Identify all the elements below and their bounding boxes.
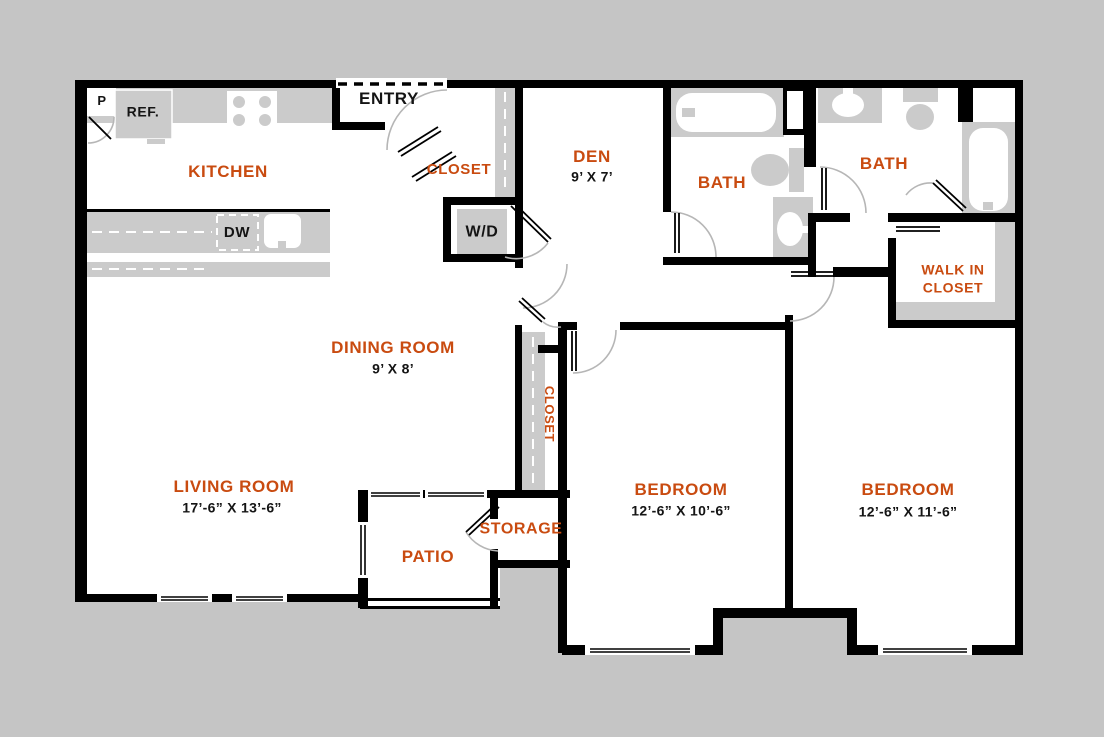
pantry-door-leaf [88,116,112,140]
pantry-label: P [97,93,107,109]
storage-door-arc [465,531,499,552]
walk-in-rod [902,228,989,297]
windows [157,490,972,655]
bath-1-label: BATH [697,173,747,193]
bedroom-1-window [585,645,695,655]
refrigerator-handle [147,139,165,144]
stove-icon [227,91,277,131]
bathtub-1 [676,93,776,132]
bedroom-2-label: BEDROOM [861,480,955,500]
bathtub-2-faucet [983,202,993,210]
entry-closet-label: CLOSET [426,161,492,179]
living-room-dims: 17’-6” X 13’-6” [182,499,282,516]
patio-slider-door [358,522,368,578]
dishwasher-label: DW [223,224,251,242]
entry-closet-shelf [495,88,515,197]
door-swings [87,89,934,552]
walk-in-shelf-bottom [896,302,1015,320]
bathtub-1-faucet [682,108,695,117]
walk-in-closet-label-line1: WALK IN [921,261,985,278]
entry-bifold-1b [400,130,442,157]
entry-bifold-1a [397,126,439,153]
toilet-2-bowl [906,104,934,130]
refrigerator [114,89,173,140]
patio-railing [360,598,500,609]
den-label: DEN [573,147,611,167]
storage-label: STORAGE [479,520,563,538]
walk-in-shelf-right [995,222,1015,318]
door-leaves [88,116,967,536]
toilet-1-tank [789,148,804,192]
wd-door-arc [504,242,549,260]
bath-2-door-arc [819,166,867,214]
bedroom-1-door-arc [572,329,617,374]
patio-window-2 [425,490,487,498]
entry-bifold-2b [415,155,457,182]
hall-closet-door-leaf-a [518,300,543,323]
patio-label: PATIO [401,547,455,567]
bedroom-1-label: BEDROOM [634,480,728,500]
den-dims: 9’ X 7’ [571,168,613,185]
bath-1-door-arc [670,211,717,258]
exterior-notch [723,618,848,653]
kitchen-sink [264,214,301,248]
dishwasher-area [216,214,259,251]
counter-gap [87,253,330,262]
bedroom-2-window [878,645,972,655]
dining-room-label: DINING ROOM [331,338,455,358]
bath-2-label: BATH [859,154,909,174]
floor-left-column [80,83,368,600]
living-room-window-1 [157,594,212,602]
toilet-1-bowl [751,154,789,186]
kitchen-bar-counter [87,262,330,277]
wd-door-leaf-a [510,205,549,243]
bedroom-1-dims: 12’-6” X 10’-6” [631,502,731,519]
toilet-2-tank [903,88,938,102]
patio-window-1 [368,490,423,498]
sink-2-tap [843,88,853,96]
fixtures [87,88,1015,490]
entry-label: ENTRY [359,89,419,109]
tub-door-leaf-a [932,182,964,212]
washer-dryer-box [457,209,507,254]
entry-door-arc [386,89,448,151]
linen-niche [787,91,803,129]
entry-bifold-2a [411,151,453,178]
bedroom-2-door-arc [789,276,835,322]
tub-door-leaf-b [935,179,967,209]
washer-dryer-label: W/D [465,223,499,241]
hall-closet-label: CLOSET [541,385,557,443]
storage-door-leaf-b [468,506,500,536]
counter-edge [87,209,330,212]
refrigerator-label: REF. [126,103,160,120]
pantry-floor [87,88,116,116]
sink-1-tap [801,226,812,233]
walk-in-closet-label-line2: CLOSET [922,279,984,296]
living-room-window-2 [232,594,287,602]
bathtub-2 [969,128,1008,211]
bedroom-2-dims: 12’-6” X 11’-6” [858,503,958,520]
hall-closet-door-arc [542,321,562,328]
kitchen-sink-tap [278,241,286,252]
sink-2 [832,93,864,117]
kitchen-label: KITCHEN [188,162,268,182]
storage-door-leaf-a [465,503,497,533]
hall-closet-door-leaf-b [521,297,546,320]
sink-1 [777,212,803,246]
tub-door-arc [905,182,934,196]
living-room-label: LIVING ROOM [173,477,295,497]
stove-burners [233,96,271,126]
dining-room-dims: 9’ X 8’ [372,360,414,377]
wd-door-leaf-b [513,202,552,240]
